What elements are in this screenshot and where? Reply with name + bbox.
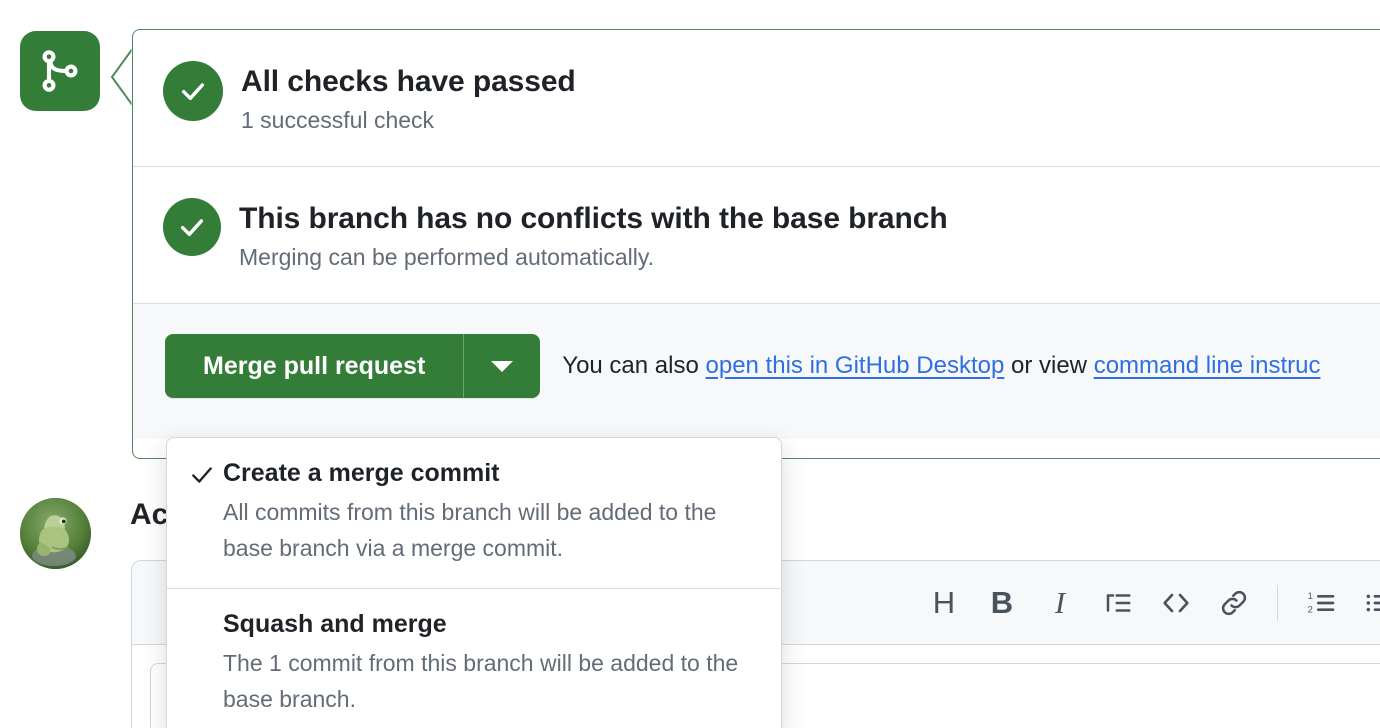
github-desktop-link[interactable]: open this in GitHub Desktop	[705, 352, 1005, 379]
merge-method-menu: Create a merge commit All commits from t…	[166, 437, 782, 728]
italic-glyph: I	[1054, 585, 1066, 620]
check-icon-placeholder	[189, 609, 223, 613]
avatar	[20, 498, 91, 569]
unordered-list-icon[interactable]	[1350, 574, 1380, 632]
callout-pointer	[108, 47, 135, 107]
add-comment-heading: Ac	[130, 498, 169, 531]
check-title: All checks have passed	[241, 65, 576, 98]
merge-method-dropdown-toggle[interactable]	[463, 334, 541, 398]
merge-status-panel: All checks have passed 1 successful chec…	[132, 29, 1380, 459]
svg-text:2: 2	[1308, 604, 1313, 614]
help-prefix: You can also	[562, 352, 706, 379]
check-icon	[189, 458, 223, 493]
code-icon[interactable]	[1147, 574, 1205, 632]
check-subtitle: Merging can be performed automatically.	[239, 244, 655, 270]
check-row-all-checks-passed: All checks have passed 1 successful chec…	[133, 30, 1380, 166]
menu-item-description: The 1 commit from this branch will be ad…	[223, 650, 739, 712]
menu-item-description: All commits from this branch will be add…	[223, 499, 717, 561]
git-merge-status-badge	[20, 31, 100, 111]
check-title: This branch has no conflicts with the ba…	[239, 202, 948, 235]
merge-action-bar: Merge pull request You can also open thi…	[133, 303, 1380, 439]
menu-item-title: Squash and merge	[223, 610, 447, 638]
heading-icon[interactable]: H	[915, 574, 973, 632]
svg-text:1: 1	[1308, 591, 1313, 601]
bold-icon[interactable]: B	[973, 574, 1031, 632]
help-middle: or view	[1004, 352, 1094, 379]
check-circle-icon	[163, 198, 221, 256]
ordered-list-icon[interactable]: 1 2	[1292, 574, 1350, 632]
link-icon[interactable]	[1205, 574, 1263, 632]
menu-item-title: Create a merge commit	[223, 459, 500, 487]
bold-glyph: B	[990, 585, 1014, 620]
merge-help-text: You can also open this in GitHub Desktop…	[562, 334, 1320, 398]
check-circle-icon	[163, 61, 223, 121]
heading-glyph: H	[932, 585, 956, 620]
merge-split-button[interactable]: Merge pull request	[165, 334, 541, 398]
quote-icon[interactable]	[1089, 574, 1147, 632]
menu-item-create-merge-commit[interactable]: Create a merge commit All commits from t…	[167, 438, 781, 588]
chevron-down-icon	[491, 360, 514, 372]
git-merge-icon	[38, 49, 82, 93]
check-row-no-conflicts: This branch has no conflicts with the ba…	[133, 166, 1380, 303]
menu-item-squash-and-merge[interactable]: Squash and merge The 1 commit from this …	[167, 588, 781, 728]
merge-pull-request-button[interactable]: Merge pull request	[165, 334, 464, 398]
italic-icon[interactable]: I	[1031, 574, 1089, 632]
command-line-instructions-link[interactable]: command line instruc	[1093, 352, 1321, 379]
toolbar-divider	[1277, 584, 1278, 621]
check-subtitle: 1 successful check	[241, 107, 435, 133]
